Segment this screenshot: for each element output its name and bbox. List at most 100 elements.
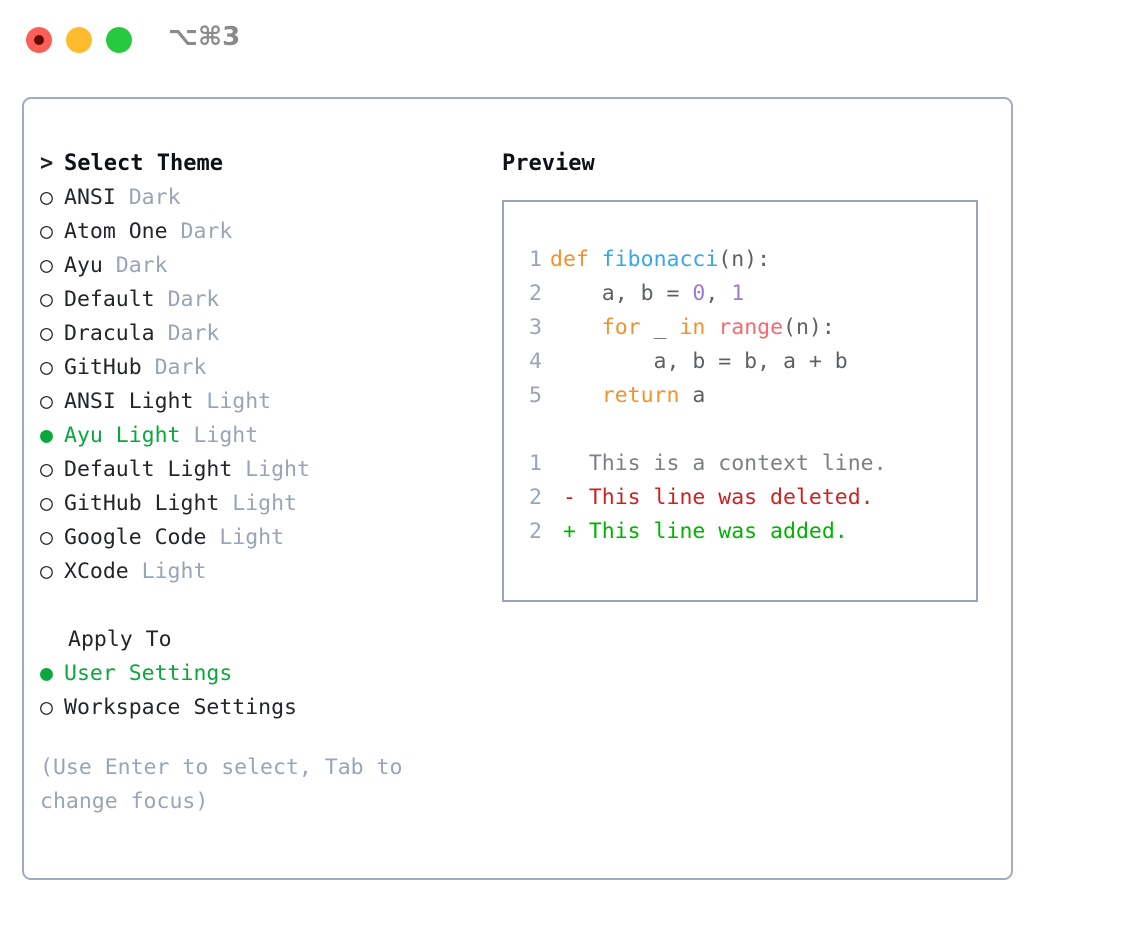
apply-to-option-label: User Settings bbox=[64, 661, 233, 686]
diff-line: 1 This is a context line. bbox=[504, 447, 976, 481]
line-number: 1 bbox=[529, 247, 542, 272]
page-title: Select Theme bbox=[64, 151, 223, 176]
code-token: a, b = bbox=[550, 281, 693, 306]
apply-to-option-workspace-settings[interactable]: ○Workspace Settings bbox=[40, 691, 470, 725]
line-number: 4 bbox=[529, 349, 542, 374]
theme-item-ansi[interactable]: ○ ANSI Dark bbox=[40, 181, 470, 215]
radio-unselected-icon: ○ bbox=[40, 457, 53, 482]
theme-item-name: Ayu bbox=[64, 253, 116, 278]
code-token: (n): bbox=[718, 247, 771, 272]
theme-item-name: ANSI bbox=[64, 185, 129, 210]
line-number: 2 bbox=[529, 281, 542, 306]
line-number: 1 bbox=[529, 451, 542, 476]
line-number: 2 bbox=[529, 519, 542, 544]
code-token: + This line was added. bbox=[550, 519, 848, 544]
code-line: 4 a, b = b, a + b bbox=[504, 345, 976, 379]
theme-item-name: Ayu Light bbox=[64, 423, 194, 448]
code-token: a bbox=[679, 383, 706, 408]
line-number: 2 bbox=[529, 485, 542, 510]
theme-item-mode: Dark bbox=[180, 219, 233, 244]
theme-item-github[interactable]: ○ GitHub Dark bbox=[40, 351, 470, 385]
radio-unselected-icon: ○ bbox=[40, 389, 53, 414]
theme-item-dracula[interactable]: ○ Dracula Dark bbox=[40, 317, 470, 351]
radio-unselected-icon: ○ bbox=[40, 287, 53, 312]
main-panel: > Select Theme ○ ANSI Dark ○ Atom One Dark ○ A… bbox=[22, 97, 1013, 880]
title-bar: ⌥⌘3 bbox=[0, 0, 1140, 78]
theme-item-mode: Dark bbox=[115, 253, 168, 278]
theme-item-name: GitHub bbox=[64, 355, 155, 380]
code-token: (n): bbox=[783, 315, 835, 340]
code-token: This is a context line. bbox=[550, 451, 887, 476]
diff-line: 2 - This line was deleted. bbox=[504, 481, 976, 515]
code-token: in bbox=[679, 315, 706, 340]
theme-item-mode: Dark bbox=[128, 185, 181, 210]
code-token: , bbox=[705, 281, 732, 306]
code-token: fibonacci bbox=[601, 247, 719, 272]
code-line: 1 def fibonacci(n): bbox=[504, 243, 976, 277]
radio-unselected-icon: ○ bbox=[40, 491, 53, 516]
radio-unselected-icon: ○ bbox=[40, 253, 53, 278]
code-token: - This line was deleted. bbox=[550, 485, 874, 510]
theme-item-name: GitHub Light bbox=[64, 491, 233, 516]
minimize-button[interactable] bbox=[66, 27, 92, 53]
theme-item-name: Dracula bbox=[64, 321, 168, 346]
apply-to-list: ● User Settings ○Workspace Settings bbox=[40, 657, 470, 725]
line-number: 5 bbox=[529, 383, 542, 408]
code-token: return bbox=[601, 383, 680, 408]
keyboard-shortcut-label: ⌥⌘3 bbox=[168, 22, 241, 52]
code-line: 2 a, b = 0, 1 bbox=[504, 277, 976, 311]
apply-to-option-user-settings[interactable]: ● User Settings bbox=[40, 657, 470, 691]
theme-item-mode: Light bbox=[193, 423, 259, 448]
theme-item-default-light[interactable]: ○ Default Light Light bbox=[40, 453, 470, 487]
theme-item-mode: Dark bbox=[154, 355, 207, 380]
code-token: def bbox=[550, 247, 589, 272]
theme-item-google-code[interactable]: ○ Google Code Light bbox=[40, 521, 470, 555]
radio-unselected-icon: ○ bbox=[40, 219, 53, 244]
theme-item-ayu-light[interactable]: ●Ayu Light Light bbox=[40, 419, 470, 453]
preview-title: Preview bbox=[502, 151, 595, 176]
theme-item-mode: Dark bbox=[167, 321, 220, 346]
line-number: 3 bbox=[529, 315, 542, 340]
keyboard-hint: (Use Enter to select, Tab to change focu… bbox=[40, 755, 403, 814]
theme-item-mode: Light bbox=[232, 491, 298, 516]
radio-unselected-icon: ○ bbox=[40, 355, 53, 380]
theme-item-mode: Dark bbox=[167, 287, 220, 312]
radio-selected-icon: ● bbox=[40, 661, 53, 686]
prompt-caret-icon: > bbox=[40, 151, 54, 176]
theme-item-xcode[interactable]: ○XCode Light bbox=[40, 555, 470, 589]
theme-item-mode: Light bbox=[206, 389, 272, 414]
maximize-button[interactable] bbox=[106, 27, 132, 53]
radio-unselected-icon: ○ bbox=[40, 185, 53, 210]
code-token: 1 bbox=[731, 281, 745, 306]
apply-to-option-label: Workspace Settings bbox=[64, 695, 297, 720]
code-token: for bbox=[601, 315, 641, 340]
theme-item-mode: Light bbox=[245, 457, 310, 482]
code-line: 5 return a bbox=[504, 379, 976, 413]
radio-unselected-icon: ○ bbox=[40, 525, 53, 550]
theme-item-ansi-light[interactable]: ○ ANSI Light Light bbox=[40, 385, 470, 419]
theme-item-name: Default bbox=[64, 287, 168, 312]
theme-item-name: Atom One bbox=[64, 219, 181, 244]
theme-item-default[interactable]: ○ Default Dark bbox=[40, 283, 470, 317]
code-token bbox=[550, 383, 602, 408]
theme-item-mode: Light bbox=[219, 525, 285, 550]
code-token bbox=[705, 315, 718, 340]
theme-item-github-light[interactable]: ○ GitHub Light Light bbox=[40, 487, 470, 521]
code-token: 0 bbox=[692, 281, 706, 306]
radio-unselected-icon: ○ bbox=[40, 321, 53, 346]
apply-to-label: Apply To bbox=[68, 627, 172, 652]
code-line: 3 for _ in range(n): bbox=[504, 311, 976, 345]
code-token: range bbox=[718, 315, 784, 340]
recording-indicator-icon bbox=[34, 35, 44, 45]
list-spacer bbox=[40, 589, 470, 623]
theme-item-atom-one[interactable]: ○ Atom One Dark bbox=[40, 215, 470, 249]
code-token bbox=[589, 247, 602, 272]
theme-item-name: Google Code bbox=[64, 525, 220, 550]
theme-item-name: Default Light bbox=[64, 457, 246, 482]
theme-item-ayu[interactable]: ○ Ayu Dark bbox=[40, 249, 470, 283]
theme-item-name: ANSI Light bbox=[64, 389, 207, 414]
theme-picker: > Select Theme ○ ANSI Dark ○ Atom One Dark ○ A… bbox=[40, 147, 470, 819]
